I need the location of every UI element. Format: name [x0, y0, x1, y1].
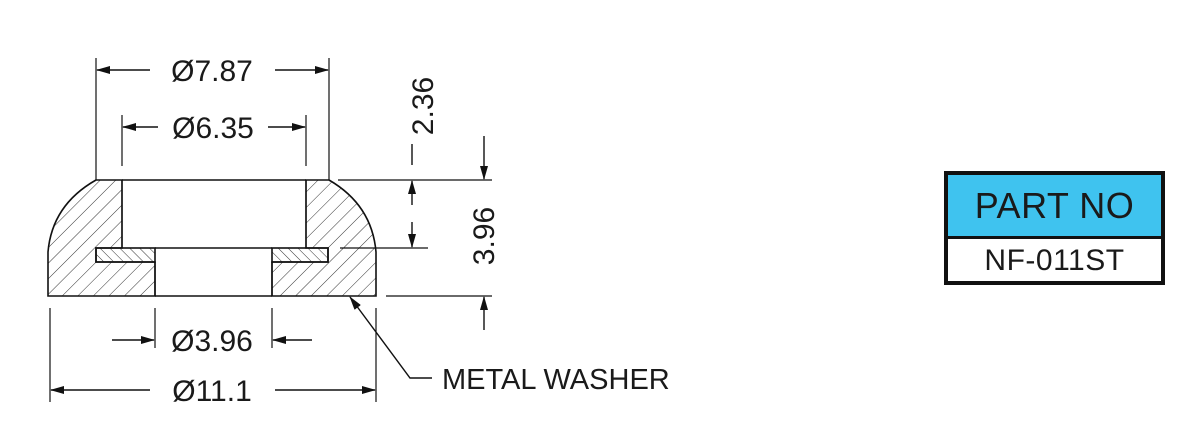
part-number-header: PART NO: [948, 175, 1161, 239]
metal-washer-label: METAL WASHER: [442, 364, 670, 396]
dim-base-diameter: Ø11.1: [172, 375, 252, 408]
dimension-arrows: [50, 66, 488, 394]
dim-bore-diameter: Ø3.96: [171, 325, 253, 358]
left-body-section: [47, 179, 156, 297]
dim-outer-top-diameter: Ø7.87: [171, 55, 253, 88]
dim-top-height: 2.36: [407, 77, 440, 135]
dim-inner-top-diameter: Ø6.35: [172, 112, 254, 145]
dim-total-height: 3.96: [468, 207, 501, 265]
part-number-box: PART NO NF-011ST: [944, 171, 1165, 285]
right-body-section: [271, 179, 377, 297]
washer-right: [271, 247, 329, 263]
bumper-cross-section: [47, 179, 377, 297]
part-number-value: NF-011ST: [984, 244, 1125, 277]
washer-left: [95, 247, 156, 263]
